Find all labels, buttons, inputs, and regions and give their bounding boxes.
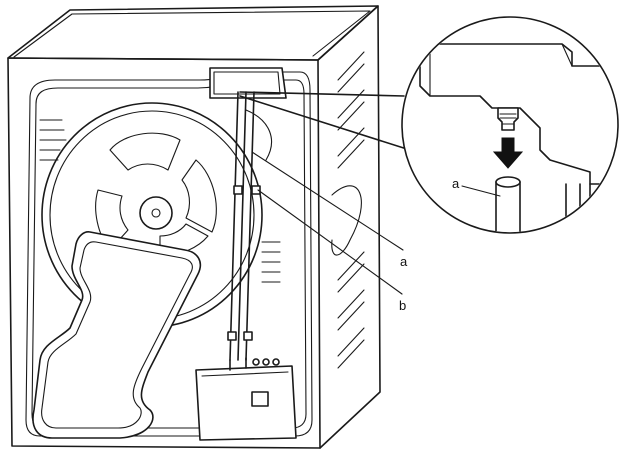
down-arrow-icon xyxy=(492,137,524,169)
label-b-main: b xyxy=(399,298,406,313)
drain-pump-box xyxy=(195,357,297,441)
water-tank-housing xyxy=(209,67,287,99)
detail-magnifier xyxy=(401,16,619,234)
drain-hoses xyxy=(227,91,273,361)
label-a-detail: a xyxy=(452,176,460,191)
dryer-cabinet xyxy=(7,5,381,449)
label-a-main: a xyxy=(400,254,408,269)
air-duct-cover xyxy=(32,231,202,439)
detail-callout-leader xyxy=(239,91,411,151)
label-leaders xyxy=(251,151,404,295)
